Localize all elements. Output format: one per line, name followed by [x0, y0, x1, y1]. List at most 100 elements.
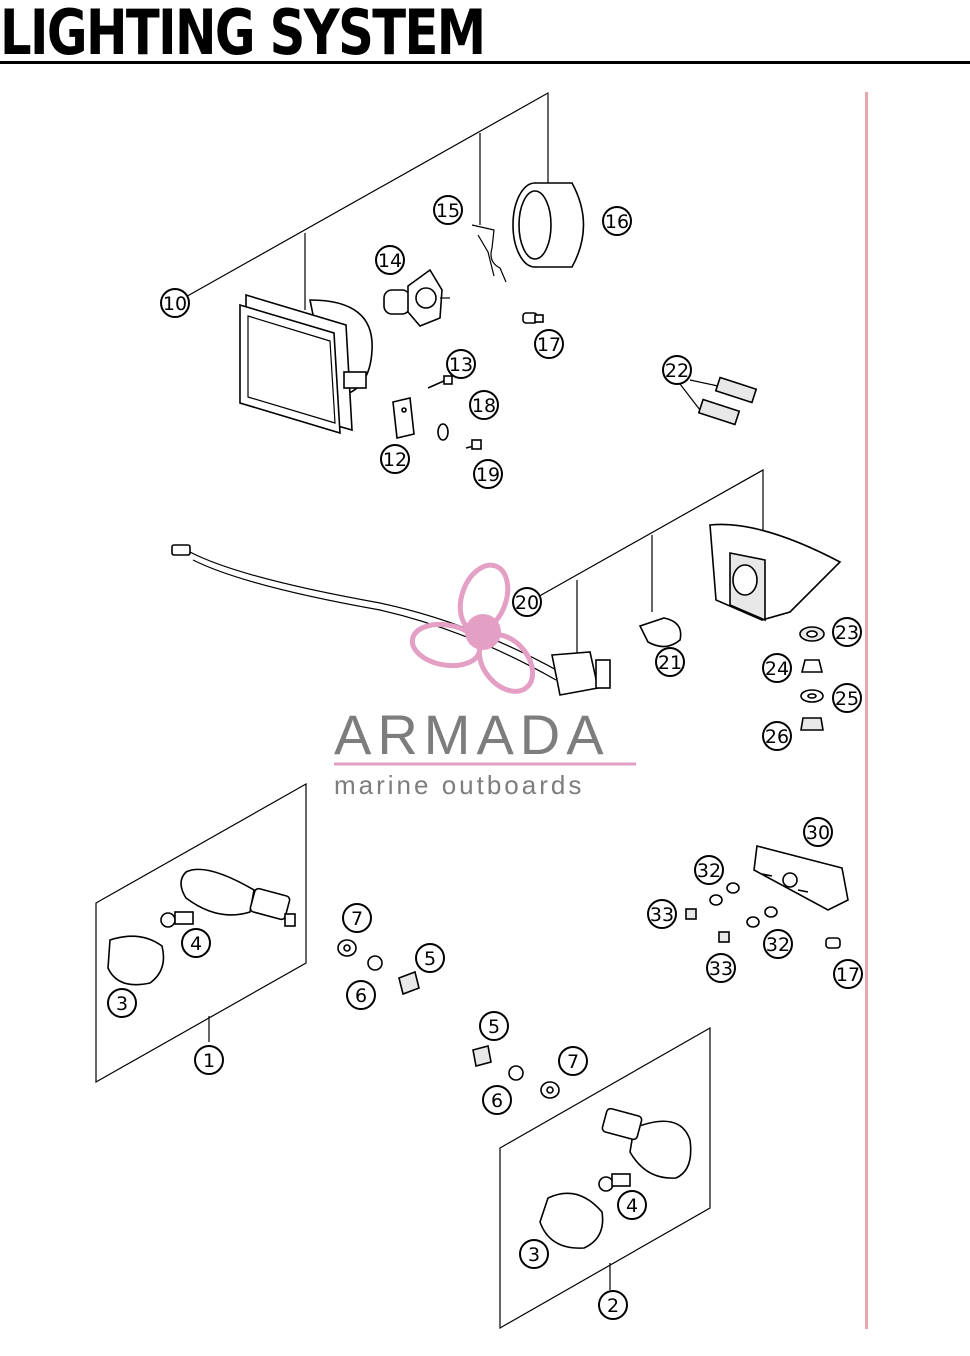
callout-number: 14 — [378, 250, 402, 272]
callout-number: 3 — [528, 1244, 540, 1266]
tail-light-cable — [171, 544, 611, 696]
callout-number: 30 — [806, 822, 830, 844]
callout-number: 5 — [488, 1016, 500, 1038]
callout-circle — [598, 1290, 628, 1320]
headlight-trim-ring — [512, 182, 585, 268]
callout-circle — [803, 817, 833, 847]
plate-light-housing — [753, 844, 849, 911]
right-indicator-frame — [499, 1026, 711, 1330]
part-callout-33: 33 — [647, 899, 677, 929]
part-callout-21: 21 — [655, 647, 685, 677]
part-callout-17: 17 — [534, 329, 564, 359]
callout-circle — [512, 587, 542, 617]
callout-circle — [558, 1046, 588, 1076]
part-callout-15: 15 — [433, 195, 463, 225]
callout-number: 26 — [765, 726, 789, 748]
part-callout-6: 6 — [346, 980, 376, 1010]
callout-number: 5 — [424, 948, 436, 970]
callout-circle — [762, 653, 792, 683]
callout-circle — [762, 721, 792, 751]
callout-circle — [107, 988, 137, 1018]
callout-circle — [482, 1085, 512, 1115]
callout-circle — [446, 349, 476, 379]
callout-number: 33 — [650, 904, 674, 926]
part-callout-23: 23 — [832, 617, 862, 647]
armada-propeller-logo — [409, 562, 536, 694]
callout-number: 1 — [203, 1050, 215, 1072]
callout-circle — [469, 390, 499, 420]
part-callout-10: 10 — [160, 288, 190, 318]
callout-circle — [380, 444, 410, 474]
callout-circle — [479, 1011, 509, 1041]
callout-number: 7 — [567, 1051, 579, 1073]
callout-number: 20 — [515, 592, 539, 614]
plate-light-washers-and-nuts — [685, 882, 841, 949]
part-callout-7: 7 — [558, 1046, 588, 1076]
part-callout-33: 33 — [706, 953, 736, 983]
callout-number: 6 — [355, 985, 367, 1007]
part-callout-14: 14 — [375, 245, 405, 275]
callout-number: 3 — [116, 993, 128, 1015]
callout-circle — [832, 683, 862, 713]
callout-number: 32 — [697, 860, 721, 882]
callout-circle — [617, 1190, 647, 1220]
tail-light-mount-hardware — [799, 626, 825, 731]
callout-circle — [602, 206, 632, 236]
left-indicator — [107, 868, 296, 986]
part-callout-4: 4 — [617, 1190, 647, 1220]
part-callout-25: 25 — [832, 683, 862, 713]
left-indicator-fasteners — [337, 939, 420, 996]
callout-circle — [160, 288, 190, 318]
part-callout-13: 13 — [446, 349, 476, 379]
callout-circle — [647, 899, 677, 929]
callout-number: 12 — [383, 449, 407, 471]
headlight-leader-lines — [174, 91, 549, 310]
callout-number: 24 — [765, 658, 789, 680]
callout-circle — [662, 355, 692, 385]
callout-number: 4 — [190, 933, 202, 955]
part-callout-32: 32 — [694, 855, 724, 885]
callout-circle — [833, 959, 863, 989]
callout-number: 15 — [436, 200, 460, 222]
part-callout-3: 3 — [519, 1239, 549, 1269]
part-callout-7: 7 — [342, 903, 372, 933]
callout-circle — [415, 943, 445, 973]
callout-number: 16 — [605, 211, 629, 233]
number-plate-pads — [679, 376, 758, 426]
callout-circle — [433, 195, 463, 225]
left-indicator-frame — [95, 782, 307, 1084]
page-margin-line — [865, 92, 868, 1329]
part-callout-26: 26 — [762, 721, 792, 751]
part-callout-20: 20 — [512, 587, 542, 617]
callout-number: 23 — [835, 622, 859, 644]
part-callout-12: 12 — [380, 444, 410, 474]
callout-number: 33 — [709, 958, 733, 980]
right-indicator — [539, 1107, 692, 1249]
callout-circle — [342, 903, 372, 933]
callout-number: 32 — [766, 934, 790, 956]
callout-number: 10 — [163, 293, 187, 315]
tail-light-housing — [709, 523, 842, 622]
part-callout-19: 19 — [473, 459, 503, 489]
part-callout-18: 18 — [469, 390, 499, 420]
callout-number: 18 — [472, 395, 496, 417]
callout-circle — [706, 953, 736, 983]
part-callout-22: 22 — [662, 355, 692, 385]
callout-circle — [346, 980, 376, 1010]
callout-circle — [473, 459, 503, 489]
callout-circle — [375, 245, 405, 275]
headlight-housing — [239, 293, 373, 435]
watermark-tagline: marine outboards — [334, 770, 584, 800]
callout-number: 2 — [607, 1295, 619, 1317]
callout-number: 7 — [351, 908, 363, 930]
callout-circle — [832, 617, 862, 647]
callout-number: 17 — [537, 334, 561, 356]
part-callout-4: 4 — [181, 928, 211, 958]
part-callout-5: 5 — [415, 943, 445, 973]
part-callout-32: 32 — [763, 929, 793, 959]
callout-circle — [655, 647, 685, 677]
callout-circle — [534, 329, 564, 359]
headlight-bracket-and-screws — [392, 375, 482, 450]
